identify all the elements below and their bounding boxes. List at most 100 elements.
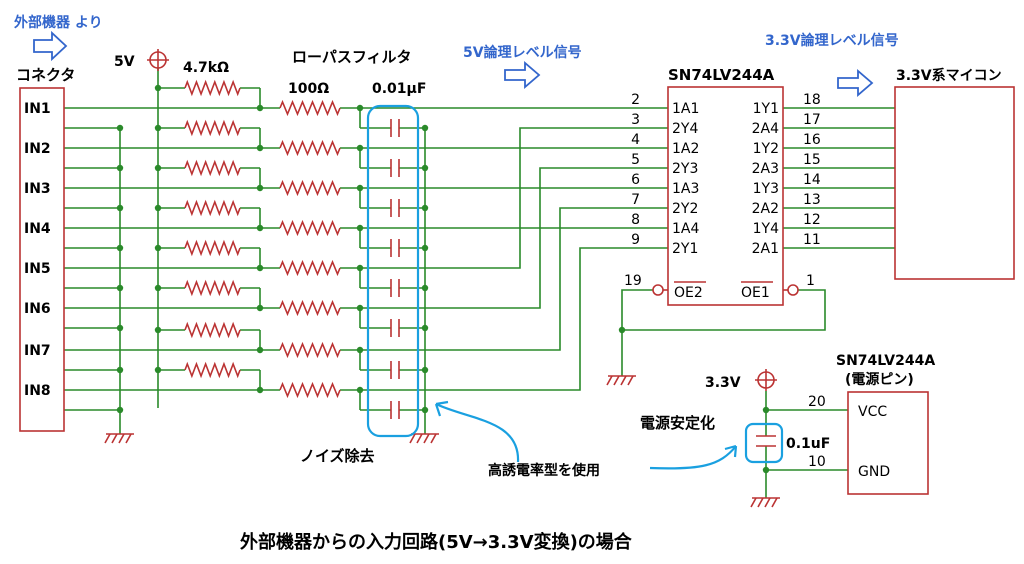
- ground-icon: [409, 433, 416, 444]
- wire: [621, 289, 826, 331]
- arrow-icon: [504, 61, 541, 89]
- junction-dot: [421, 366, 429, 374]
- ground-icon: [757, 497, 764, 508]
- ic-pin-name: 1A1: [672, 101, 699, 117]
- ic-pin-number: 3: [631, 112, 640, 128]
- ic-pin-name: 2Y2: [672, 201, 698, 217]
- junction-dot: [116, 324, 124, 332]
- decoupling-label: 電源安定化: [640, 414, 715, 432]
- ic-power-name: SN74LV244A: [836, 353, 935, 369]
- junction-dot: [154, 366, 162, 374]
- oe1-label: OE1: [741, 285, 770, 301]
- ic-pin-number: 15: [803, 152, 821, 168]
- resistor-icon: [184, 79, 241, 97]
- callout-line: [649, 445, 737, 470]
- connector-input-label: IN5: [24, 261, 51, 277]
- junction-dot: [256, 346, 264, 354]
- ic-pin-name: 1Y2: [753, 141, 779, 157]
- ground-icon: [613, 375, 620, 386]
- ic-pin-name: 1Y3: [753, 181, 779, 197]
- junction-dot: [256, 264, 264, 272]
- junction-dot: [356, 264, 364, 272]
- junction-dot: [154, 84, 162, 92]
- ic-pin-number: 16: [803, 132, 821, 148]
- junction-dot: [256, 304, 264, 312]
- junction-dot: [154, 164, 162, 172]
- junction-dot: [116, 244, 124, 252]
- junction-dot: [356, 224, 364, 232]
- junction-dot: [356, 304, 364, 312]
- wire: [360, 207, 668, 351]
- mcu-label: 3.3V系マイコン: [896, 67, 1002, 84]
- ground-icon: [620, 375, 627, 386]
- resistor-icon: [279, 99, 341, 117]
- callout-line: [435, 403, 520, 463]
- caption: 外部機器からの入力回路(5V→3.3V変換)の場合: [240, 531, 633, 553]
- connector-box: [19, 87, 65, 432]
- junction-dot: [762, 466, 770, 474]
- ground-icon: [118, 433, 125, 444]
- ic-pin-name: 2Y1: [672, 241, 698, 257]
- ic-pin-number: 7: [631, 192, 640, 208]
- pin-oe2: 19: [624, 273, 642, 289]
- ic-pin-number: 6: [631, 172, 640, 188]
- junction-dot: [421, 244, 429, 252]
- ground-icon: [764, 497, 771, 508]
- pin-gnd: 10: [808, 454, 826, 470]
- resistor-icon: [184, 119, 241, 137]
- ic-name-label: SN74LV244A: [668, 66, 775, 84]
- callout-arrow-icon: [724, 444, 738, 458]
- ic-pin-name: 1A2: [672, 141, 699, 157]
- junction-dot: [762, 406, 770, 414]
- ic-pin-number: 8: [631, 212, 640, 228]
- external-label: 外部機器 より: [14, 14, 103, 31]
- junction-dot: [356, 144, 364, 152]
- junction-dot: [356, 386, 364, 394]
- ic-pin-name: 1Y4: [753, 221, 779, 237]
- signal-33v-label: 3.3V論理レベル信号: [765, 32, 899, 49]
- ground-icon: [125, 433, 132, 444]
- decoupling-cap-label: 0.1uF: [786, 436, 830, 452]
- junction-dot: [256, 104, 264, 112]
- junction-dot: [256, 386, 264, 394]
- junction-dot: [421, 124, 429, 132]
- ic-pin-name: 2A4: [752, 121, 779, 137]
- connector-input-label: IN6: [24, 301, 51, 317]
- arrow-icon: [33, 30, 68, 62]
- connector-input-label: IN1: [24, 101, 51, 117]
- resistor-icon: [184, 361, 241, 379]
- junction-dot: [116, 204, 124, 212]
- ic-pin-name: 1A3: [672, 181, 699, 197]
- wire: [360, 167, 668, 309]
- connector-input-label: IN2: [24, 141, 51, 157]
- connector-label: コネクタ: [16, 66, 75, 84]
- junction-dot: [154, 284, 162, 292]
- ground-icon: [627, 375, 634, 386]
- junction-dot: [154, 204, 162, 212]
- ic-pin-number: 18: [803, 92, 821, 108]
- lowpass-label: ローパスフィルタ: [292, 48, 412, 66]
- mcu-box: [894, 86, 1015, 280]
- junction-dot: [356, 346, 364, 354]
- junction-dot: [116, 164, 124, 172]
- inverter-bubble-icon: [787, 284, 799, 296]
- junction-dot: [256, 224, 264, 232]
- ic-pin-number: 5: [631, 152, 640, 168]
- junction-dot: [154, 326, 162, 334]
- ground-icon: [606, 375, 613, 386]
- ic-pin-number: 11: [803, 232, 821, 248]
- junction-dot: [116, 366, 124, 374]
- ic-pin-name: 2A2: [752, 201, 779, 217]
- junction-dot: [618, 326, 626, 334]
- junction-dot: [421, 406, 429, 414]
- ic-pin-name: 2A3: [752, 161, 779, 177]
- gnd-label: GND: [858, 464, 890, 480]
- junction-dot: [421, 164, 429, 172]
- connector-input-label: IN4: [24, 221, 51, 237]
- connector-input-label: IN3: [24, 181, 51, 197]
- resistor-icon: [184, 199, 241, 217]
- pin-oe1: 1: [806, 273, 815, 289]
- junction-dot: [116, 124, 124, 132]
- ground-icon: [430, 433, 437, 444]
- resistor-icon: [279, 219, 341, 237]
